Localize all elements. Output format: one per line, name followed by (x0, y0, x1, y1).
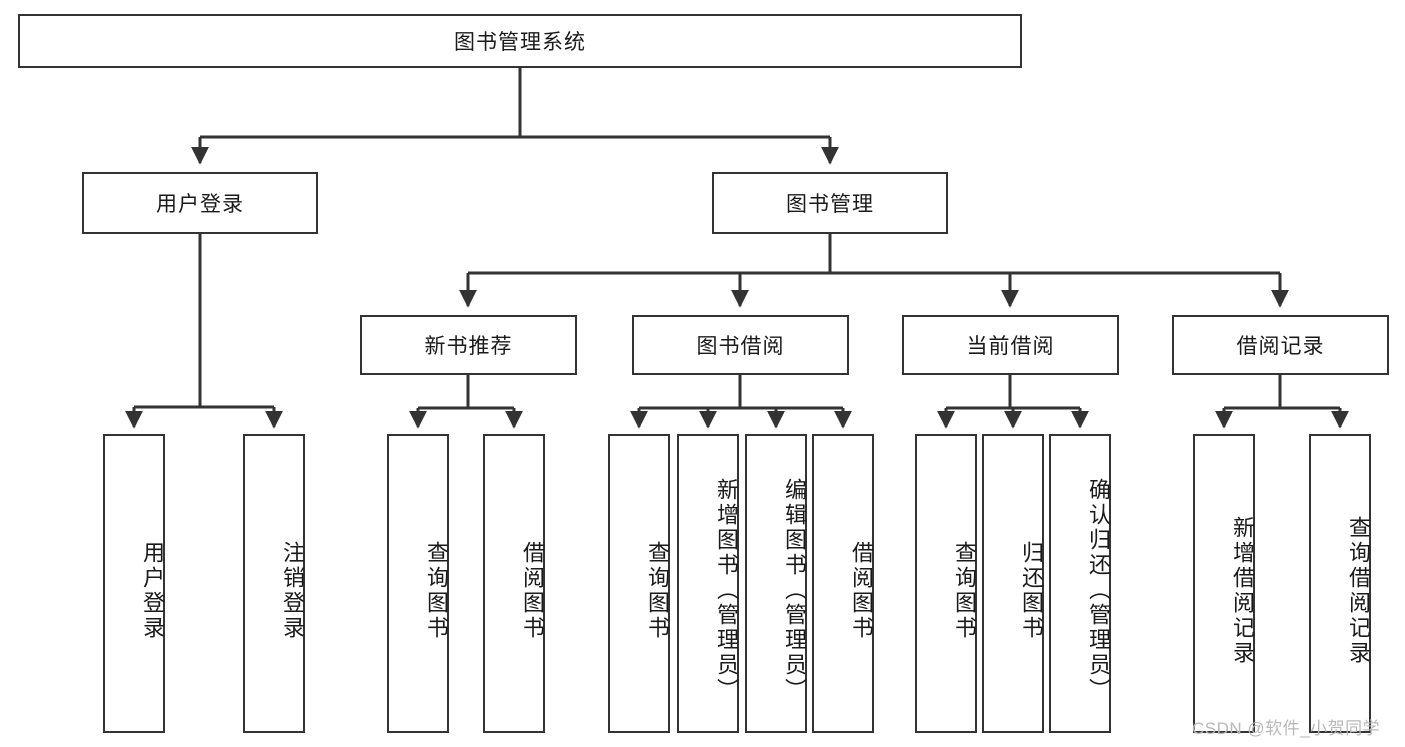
leaf-query-borrow-record-label: 查询借阅记录 (1346, 515, 1371, 666)
node-current-borrow-label: 当前借阅 (966, 335, 1055, 358)
leaf-borrow-book[interactable]: 借阅图书 (812, 434, 874, 733)
leaf-add-book-admin[interactable]: 新增图书（管理员） (677, 434, 739, 733)
node-book-management[interactable]: 图书管理 (712, 172, 948, 234)
leaf-confirm-return-admin[interactable]: 确认归还（管理员） (1049, 434, 1111, 733)
node-book-borrow-label: 图书借阅 (696, 335, 785, 358)
leaf-edit-book-admin-label: 编辑图书（管理员） (782, 478, 807, 703)
node-user-login-label: 用户登录 (156, 193, 244, 216)
leaf-query-book-current[interactable]: 查询图书 (915, 434, 977, 733)
node-book-management-label: 图书管理 (786, 193, 874, 216)
node-current-borrow[interactable]: 当前借阅 (902, 315, 1119, 375)
leaf-borrow-book-rec-label: 借阅图书 (520, 540, 545, 641)
leaf-logout-label: 注销登录 (280, 540, 305, 641)
leaf-borrow-book-rec[interactable]: 借阅图书 (483, 434, 545, 733)
node-user-login[interactable]: 用户登录 (82, 172, 318, 234)
leaf-user-login-label: 用户登录 (140, 540, 165, 641)
node-root[interactable]: 图书管理系统 (18, 14, 1022, 68)
node-borrow-record[interactable]: 借阅记录 (1172, 315, 1389, 375)
leaf-add-borrow-record[interactable]: 新增借阅记录 (1193, 434, 1255, 733)
node-new-book-recommend-label: 新书推荐 (424, 335, 513, 358)
node-book-borrow[interactable]: 图书借阅 (632, 315, 849, 375)
leaf-borrow-book-label: 借阅图书 (849, 540, 874, 641)
csdn-watermark: CSDN @软件_小贺同学 (1192, 719, 1381, 738)
leaf-query-book-rec-label: 查询图书 (424, 540, 449, 641)
leaf-return-book[interactable]: 归还图书 (982, 434, 1044, 733)
leaf-confirm-return-admin-label: 确认归还（管理员） (1086, 478, 1111, 703)
leaf-add-borrow-record-label: 新增借阅记录 (1230, 515, 1255, 666)
leaf-add-book-admin-label: 新增图书（管理员） (714, 478, 739, 703)
leaf-return-book-label: 归还图书 (1019, 540, 1044, 641)
leaf-query-book-current-label: 查询图书 (952, 540, 977, 641)
leaf-logout[interactable]: 注销登录 (243, 434, 305, 733)
node-new-book-recommend[interactable]: 新书推荐 (360, 315, 577, 375)
leaf-query-borrow-record[interactable]: 查询借阅记录 (1309, 434, 1371, 733)
leaf-query-book-borrow-label: 查询图书 (645, 540, 670, 641)
node-borrow-record-label: 借阅记录 (1236, 335, 1325, 358)
leaf-query-book-borrow[interactable]: 查询图书 (608, 434, 670, 733)
leaf-user-login[interactable]: 用户登录 (103, 434, 165, 733)
leaf-edit-book-admin[interactable]: 编辑图书（管理员） (745, 434, 807, 733)
leaf-query-book-rec[interactable]: 查询图书 (387, 434, 449, 733)
node-root-label: 图书管理系统 (454, 31, 586, 54)
